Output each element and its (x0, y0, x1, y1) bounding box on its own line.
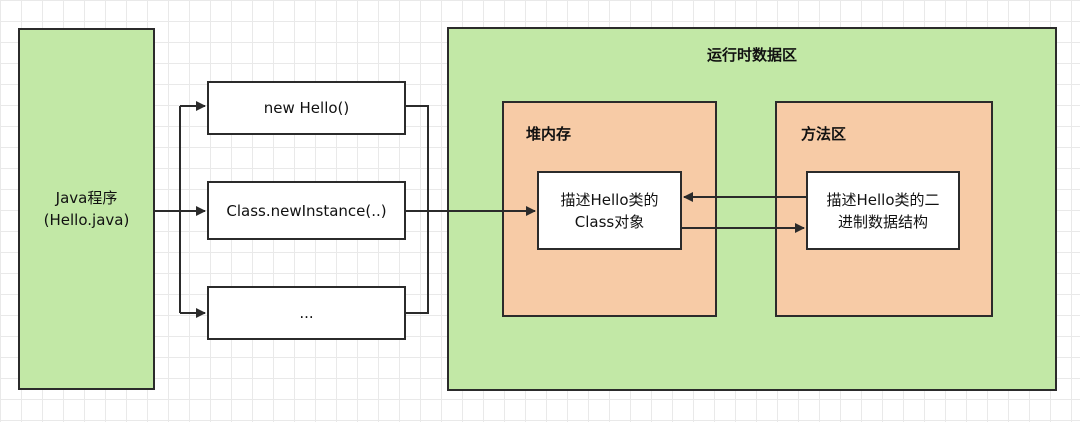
runtime-data-area-title: 运行时数据区 (706, 46, 797, 64)
class-object-box: 描述Hello类的 Class对象 (537, 171, 682, 250)
binary-structure-line1: 描述Hello类的二 (826, 190, 940, 209)
class-newinstance-label: Class.newInstance(..) (226, 201, 387, 220)
java-program-line2: (Hello.java) (43, 211, 130, 229)
java-program-label: Java程序 (Hello.java) (44, 187, 130, 231)
heap-area-title: 堆内存 (526, 125, 572, 143)
method-area-title: 方法区 (801, 125, 847, 143)
merge-from-new-hello (406, 105, 429, 314)
ellipsis-box: ... (207, 286, 406, 340)
ellipsis-label: ... (299, 304, 314, 322)
class-object-line1: 描述Hello类的 (560, 190, 659, 209)
java-program-box: Java程序 (Hello.java) (18, 28, 155, 390)
new-hello-box: new Hello() (207, 81, 406, 135)
class-newinstance-box: Class.newInstance(..) (207, 181, 406, 240)
class-object-line2: Class对象 (574, 212, 645, 231)
new-hello-label: new Hello() (263, 99, 350, 117)
binary-structure-line2: 进制数据结构 (837, 212, 928, 231)
binary-structure-box: 描述Hello类的二 进制数据结构 (806, 171, 960, 250)
java-program-line1: Java程序 (55, 189, 118, 207)
